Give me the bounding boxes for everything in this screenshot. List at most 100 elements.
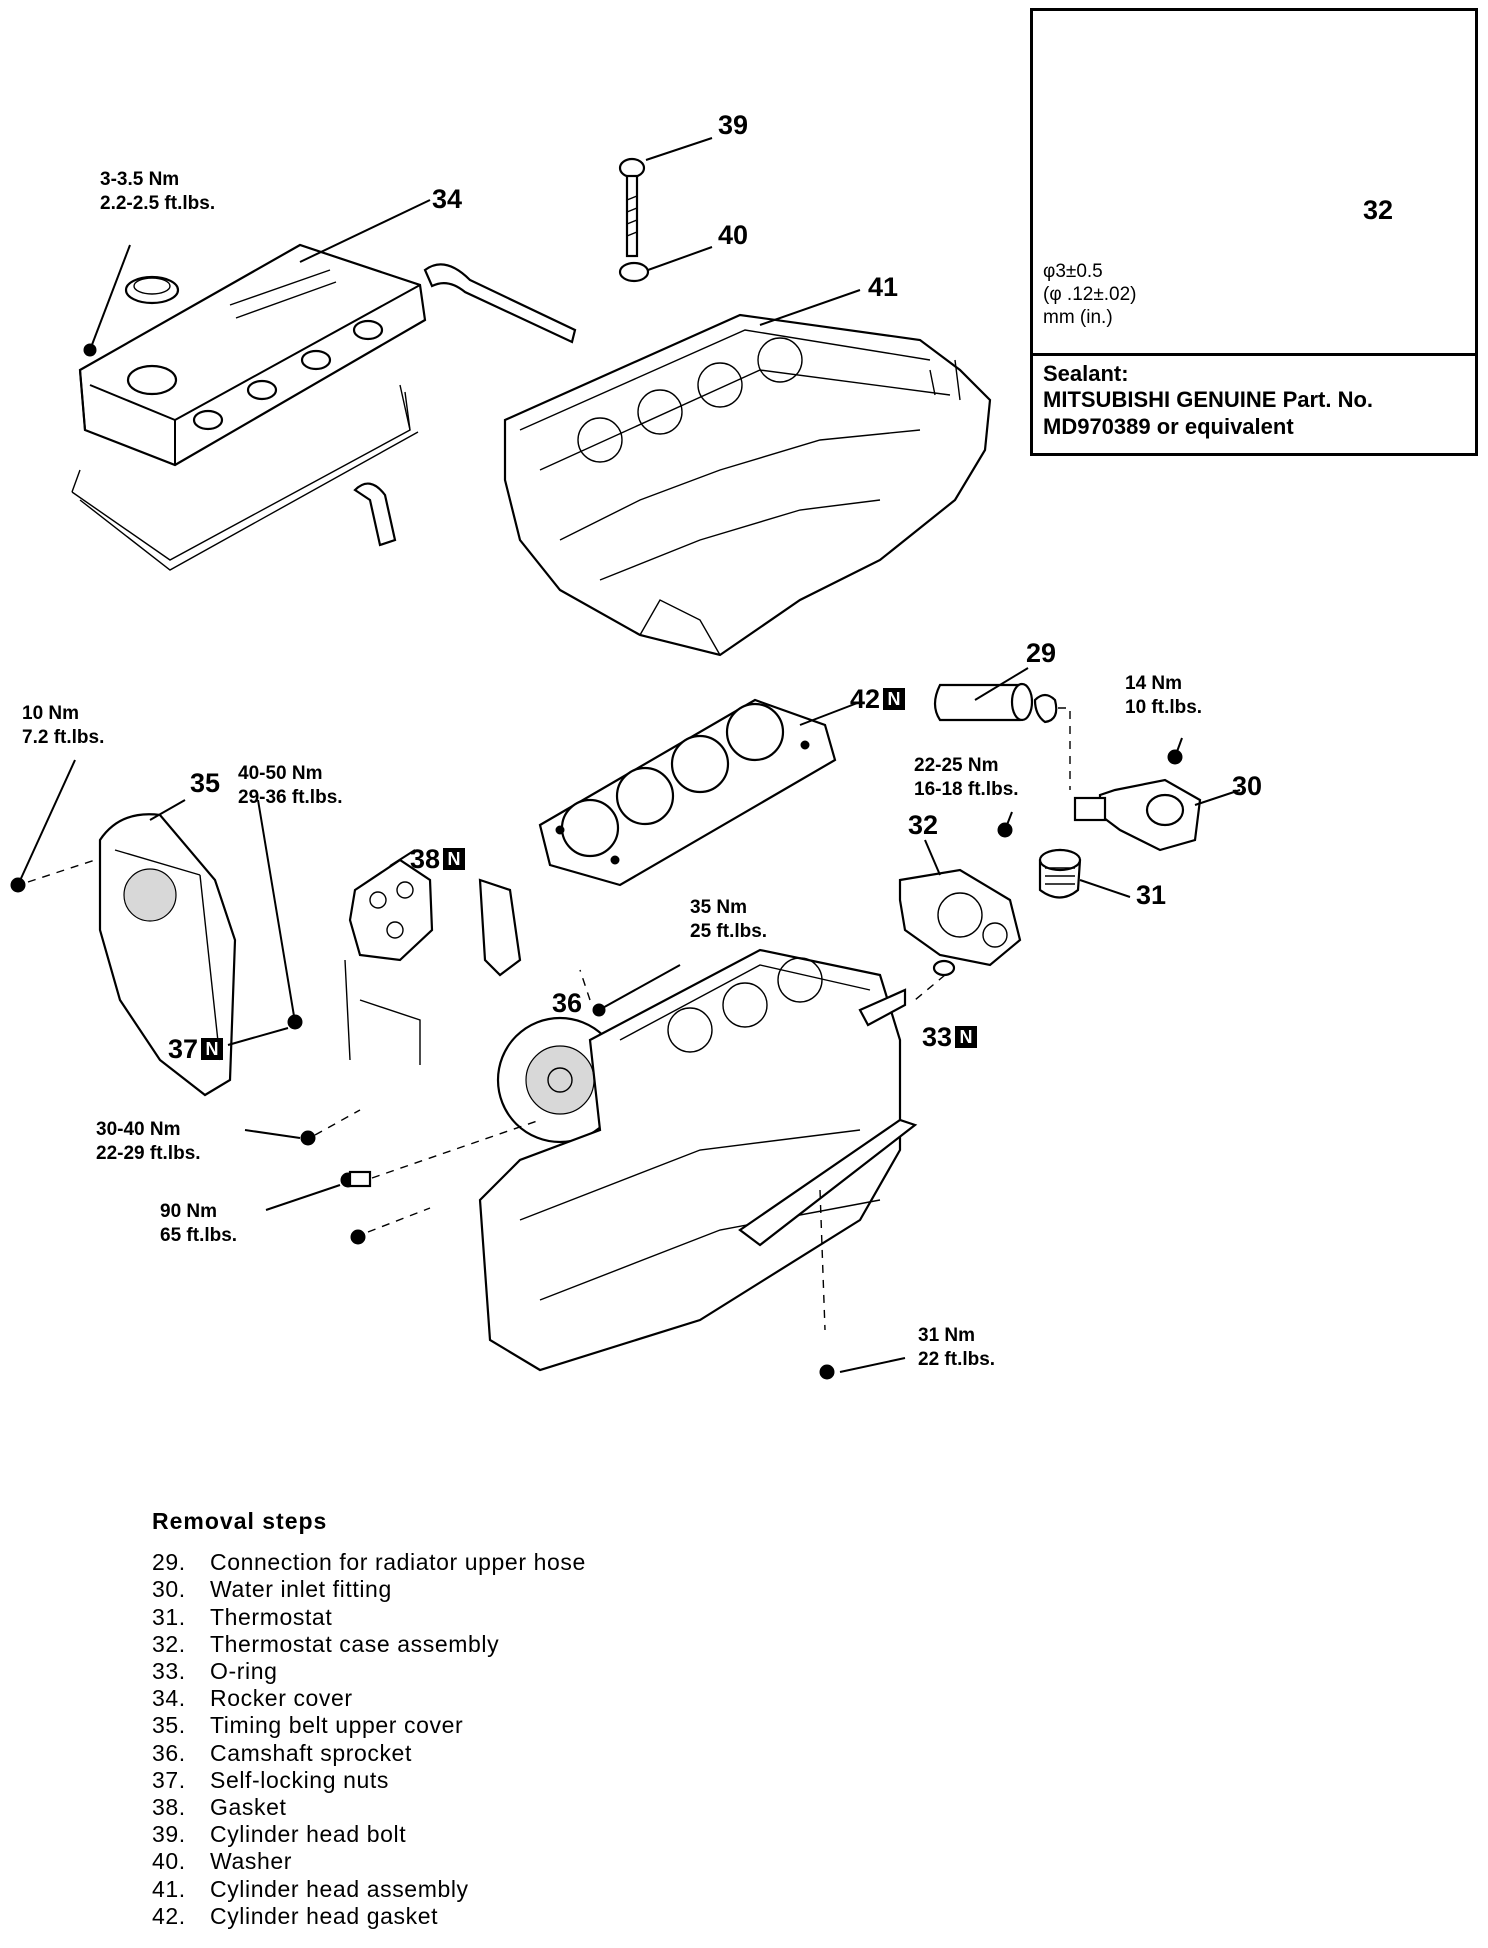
removal-step-text: Cylinder head gasket: [210, 1902, 439, 1929]
removal-step-text: Connection for radiator upper hose: [210, 1549, 586, 1576]
breather-hose: [353, 263, 577, 547]
removal-step-number: 40.: [152, 1848, 186, 1875]
callout-36: 36: [552, 988, 583, 1018]
removal-step-number: 39.: [152, 1821, 186, 1848]
torque-ftlbs: 25 ft.lbs.: [690, 920, 768, 942]
cover-bolt: [10, 759, 96, 893]
callout-40: 40: [718, 220, 749, 250]
removal-step-text: O-ring: [210, 1658, 278, 1685]
removal-steps: Removal steps 29. Connection for radiator…: [152, 1508, 586, 1930]
removal-step-text: Water inlet fitting: [210, 1576, 392, 1603]
engine-block: [478, 948, 918, 1372]
new-part-mark: N: [955, 1026, 978, 1048]
callout-30: 30: [1232, 771, 1263, 801]
cylinder-head-assembly: [503, 313, 992, 657]
torque-manifold-bolt: 30-40 Nm 22-29 ft.lbs.: [96, 1118, 201, 1166]
removal-step: 37. Self-locking nuts: [152, 1767, 586, 1794]
removal-step: 35.Timing belt upper cover: [152, 1712, 586, 1739]
torque-nm: 14 Nm: [1125, 673, 1183, 694]
removal-step: 36. Camshaft sprocket: [152, 1740, 586, 1767]
removal-step-text: Self-locking nuts: [210, 1766, 389, 1793]
dimension-units: mm (in.): [1043, 306, 1113, 328]
removal-step: 41.Cylinder head assembly: [152, 1876, 586, 1903]
removal-step: 32. Thermostat case assembly: [152, 1631, 586, 1658]
new-part-mark: N: [443, 848, 466, 870]
removal-step-text: Thermostat case assembly: [210, 1630, 500, 1657]
torque-ftlbs: 65 ft.lbs.: [160, 1224, 238, 1246]
callout-38-number: 38: [410, 844, 441, 874]
removal-step-text: Washer: [210, 1848, 292, 1875]
inset-callout-32: 32: [1363, 195, 1394, 225]
torque-ftlbs: 2.2-2.5 ft.lbs.: [100, 192, 216, 214]
water-inlet-fitting: [1073, 737, 1202, 852]
dimension-diameter-in: (φ .12±.02): [1043, 283, 1137, 305]
removal-step-number: 42.: [152, 1902, 186, 1929]
removal-step-number: 36.: [152, 1739, 186, 1766]
removal-step-number: 38.: [152, 1794, 186, 1821]
callout-32: 32: [908, 810, 939, 840]
new-part-mark: N: [201, 1038, 224, 1060]
callout-31: 31: [1136, 880, 1167, 910]
removal-steps-title: Removal steps: [152, 1508, 328, 1534]
torque-nm: 40-50 Nm: [238, 763, 323, 784]
removal-step: 42. Cylinder head gasket: [152, 1903, 586, 1930]
torque-nm: 10 Nm: [22, 703, 80, 724]
head-bolt-front: [265, 1119, 541, 1211]
removal-step-text: Camshaft sprocket: [210, 1739, 412, 1766]
removal-step-number: 37.: [152, 1766, 186, 1793]
o-ring: [932, 959, 956, 977]
head-bolt-rear: [350, 1207, 431, 1245]
callout-29: 29: [1026, 638, 1057, 668]
sealant-part-number: MD970389 or equivalent: [1043, 413, 1294, 439]
thermostat-case: [898, 811, 1022, 967]
sealant-part-line: MITSUBISHI GENUINE Part. No.: [1043, 387, 1374, 413]
torque-rocker-cover: 3-3.5 Nm 2.2-2.5 ft.lbs.: [100, 168, 215, 216]
inset-divider: [1033, 353, 1475, 356]
removal-step-number: 32.: [152, 1630, 186, 1657]
rocker-cover: [78, 243, 427, 467]
torque-nm: 90 Nm: [160, 1201, 218, 1222]
bracket-bolt: [819, 1357, 906, 1380]
cylinder-head-gasket: [538, 698, 837, 887]
torque-ftlbs: 10 ft.lbs.: [1125, 696, 1203, 718]
sprocket-bolt: [579, 964, 681, 1017]
callout-33-number: 33: [922, 1022, 953, 1052]
removal-step: 39.Cylinder head bolt: [152, 1821, 586, 1848]
removal-step-number: 34.: [152, 1685, 186, 1712]
inset-detail-box: 32 φ3±0.5 (φ .12±.02) mm (in.) Sealant: …: [1030, 8, 1478, 456]
removal-step: 30. Water inlet fitting: [152, 1576, 586, 1603]
removal-step-number: 29.: [152, 1549, 186, 1576]
torque-head-bolt: 90 Nm 65 ft.lbs.: [160, 1200, 237, 1248]
callout-34: 34: [432, 184, 463, 214]
torque-nm: 3-3.5 Nm: [100, 169, 180, 190]
head-bolt: [618, 157, 646, 258]
removal-step-number: 30.: [152, 1576, 186, 1603]
torque-ftlbs: 16-18 ft.lbs.: [914, 778, 1019, 800]
torque-thermostat-case: 22-25 Nm 16-18 ft.lbs.: [914, 754, 1019, 802]
rocker-cover-gasket: [71, 384, 419, 571]
torque-belt-cover-bolt: 10 Nm 7.2 ft.lbs.: [22, 702, 104, 750]
callout-41: 41: [868, 272, 899, 302]
callout-39: 39: [718, 110, 749, 140]
removal-step-number: 33.: [152, 1658, 186, 1685]
removal-step: 40. Washer: [152, 1848, 586, 1875]
torque-nm: 22-25 Nm: [914, 755, 999, 776]
torque-nm: 35 Nm: [690, 897, 748, 918]
torque-ftlbs: 22-29 ft.lbs.: [96, 1142, 201, 1164]
radiator-upper-hose: [933, 682, 1058, 724]
removal-step: 29. Connection for radiator upper hose: [152, 1549, 586, 1576]
callout-42-number: 42: [850, 684, 881, 714]
timing-belt-upper-cover: [98, 813, 237, 1097]
torque-nm: 30-40 Nm: [96, 1119, 181, 1140]
callout-37-number: 37: [168, 1034, 199, 1064]
torque-ftlbs: 29-36 ft.lbs.: [238, 786, 343, 808]
removal-step-text: Rocker cover: [210, 1685, 353, 1712]
inset-dimension: φ3±0.5 (φ .12±.02) mm (in.): [1043, 261, 1137, 329]
manifold-bolt: [244, 1109, 361, 1146]
new-part-mark: N: [883, 688, 906, 710]
